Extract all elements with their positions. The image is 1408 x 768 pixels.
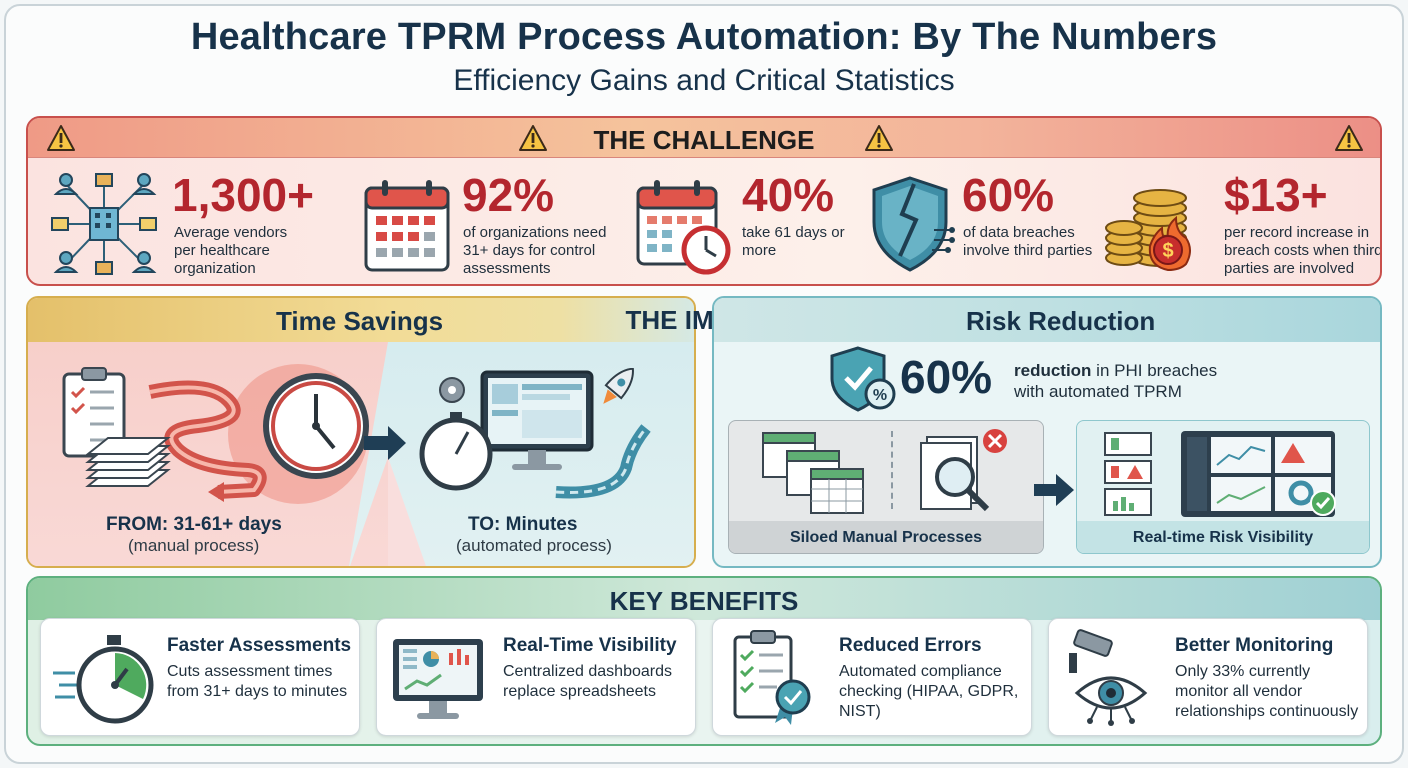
time-savings-panel: Time Savings [26, 296, 696, 568]
real-time-footer [1077, 521, 1369, 553]
checklist-badge-icon [733, 630, 811, 725]
stat-description: take 61 days or more [742, 224, 845, 259]
stopwatch-icon [53, 635, 154, 724]
benefit-description: Only 33% currently monitor all vendor re… [1175, 663, 1359, 720]
dashboard-monitor-icon [393, 639, 483, 719]
challenge-stat: 40% take 61 days or more [634, 168, 870, 280]
svg-text:%: % [873, 387, 887, 404]
benefit-card: Reduced Errors Automated compliance chec… [712, 618, 1032, 736]
time-savings-header-bar [28, 298, 694, 342]
broken-shield-icon [872, 176, 955, 272]
benefit-card: Faster Assessments Cuts assessment times… [40, 618, 360, 736]
stat-value: 40% [742, 169, 835, 221]
document-magnifier-icon [920, 429, 1007, 512]
risk-reduction-value: 60% [900, 351, 993, 403]
to-note: (automated process) [456, 536, 612, 555]
automated-process-illustration [419, 368, 651, 499]
warning-icon [519, 125, 547, 151]
calendar-checked-icon [364, 180, 450, 272]
camera-eye-icon [1069, 629, 1148, 726]
from-note: (manual process) [128, 536, 260, 555]
benefit-card: Real-Time Visibility Centralized dashboa… [376, 618, 696, 736]
shield-percent-icon: % [830, 346, 896, 412]
calendar-clock-icon [636, 180, 731, 275]
benefits-title: KEY BENEFITS [609, 586, 799, 616]
to-label: TO: Minutes [468, 514, 578, 535]
risk-reduction-panel: Risk Reduction % 60% reduction in PHI br… [712, 296, 1382, 568]
key-benefits-section: KEY BENEFITS Faster Assessments Cuts ass… [26, 576, 1382, 746]
divider [891, 431, 893, 509]
stat-description: Average vendors per healthcare organizat… [174, 224, 288, 277]
svg-text:$: $ [1162, 240, 1173, 262]
challenge-stat: 92% of organizations need 31+ days for c… [362, 168, 632, 280]
right-arrow-icon [364, 426, 406, 460]
benefit-description: Centralized dashboards replace spreadshe… [503, 663, 672, 700]
vendor-network-icon [51, 173, 157, 275]
challenge-stat: $ $13+ per record increase in breach cos… [1102, 168, 1382, 280]
stat-value: 92% [462, 169, 555, 221]
benefit-description: Automated compliance checking (HIPAA, GD… [839, 663, 1019, 720]
warning-icon [865, 125, 893, 151]
challenge-header-bar [28, 118, 1380, 158]
manual-process-illustration [62, 364, 369, 504]
benefit-title: Faster Assessments [167, 635, 352, 656]
benefit-title: Reduced Errors [839, 635, 982, 656]
page-title: Healthcare TPRM Process Automation: By T… [190, 16, 1218, 58]
stat-value: 60% [962, 169, 1055, 221]
warning-icon [47, 125, 75, 151]
right-arrow-icon [1034, 474, 1074, 506]
stat-description: of data breaches involve third parties [963, 224, 1093, 259]
from-label: FROM: 31-61+ days [106, 514, 282, 535]
risk-dashboard-icon [1104, 431, 1336, 517]
page-subtitle: Efficiency Gains and Critical Statistics [453, 64, 955, 97]
risk-reduction-desc-rest: in PHI breaches [1091, 361, 1218, 380]
stat-value: $13+ [1224, 169, 1328, 221]
siloed-footer [729, 521, 1043, 553]
benefit-card: Better Monitoring Only 33% currently mon… [1048, 618, 1368, 736]
benefit-title: Better Monitoring [1175, 635, 1334, 656]
burning-coins-icon: $ [1105, 189, 1191, 272]
real-time-label: Real-time Risk Visibility [1132, 529, 1314, 546]
benefit-description: Cuts assessment times from 31+ days to m… [167, 663, 348, 700]
benefit-title: Real-Time Visibility [503, 635, 677, 656]
siloed-label: Siloed Manual Processes [789, 529, 983, 546]
warning-icon [1335, 125, 1363, 151]
stat-description: per record increase in breach costs when… [1224, 224, 1382, 277]
risk-reduction-header-bar [714, 298, 1380, 342]
risk-reduction-keyword: reduction [1014, 361, 1092, 380]
benefits-header-bar [28, 578, 1380, 620]
stat-value: 1,300+ [172, 169, 314, 221]
siloed-processes-panel: Siloed Manual Processes [728, 420, 1044, 554]
risk-reduction-desc-line2: with automated TPRM [1014, 382, 1182, 401]
challenge-stat: 1,300+ Average vendors per healthcare or… [48, 168, 348, 280]
real-time-visibility-panel: Real-time Risk Visibility [1076, 420, 1370, 554]
risk-reduction-heading: Risk Reduction [966, 306, 1156, 336]
challenge-stat: 60% of data breaches involve third parti… [868, 168, 1128, 280]
time-savings-heading: Time Savings [276, 306, 444, 336]
risk-reduction-description: reduction in PHI breaches with automated… [1014, 360, 1217, 402]
challenge-section: THE CHALLENGE 1,300+ Average vendors per… [26, 116, 1382, 286]
spreadsheets-icon [762, 432, 864, 514]
challenge-title: THE CHALLENGE [593, 125, 815, 155]
stat-description: of organizations need 31+ days for contr… [463, 224, 607, 277]
